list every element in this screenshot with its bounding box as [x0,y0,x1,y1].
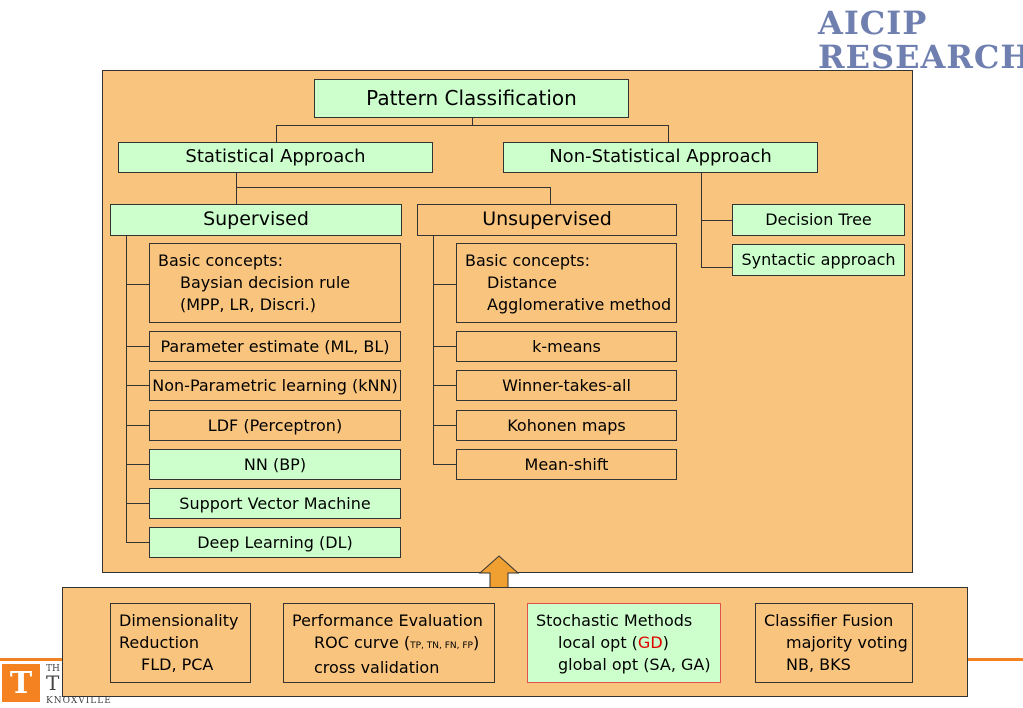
connector [433,385,456,386]
node-mean-shift: Mean-shift [456,449,677,480]
node-supervised: Supervised [110,204,402,236]
box-stochastic-methods: Stochastic Methods local opt (GD) global… [527,603,721,683]
local-opt-line: local opt (GD) [558,633,669,652]
node-decision-tree: Decision Tree [732,204,905,236]
node-k-means: k-means [456,331,677,362]
connector [472,118,473,125]
box-performance-evaluation: Performance Evaluation ROC curve (TP, TN… [283,603,495,683]
connector [236,187,550,188]
root-node-pattern-classification: Pattern Classification [314,79,629,118]
node-syntactic-approach: Syntactic approach [732,244,905,276]
box-classifier-fusion: Classifier Fusion majority voting NB, BK… [755,603,913,683]
connector [701,220,732,221]
connector [126,385,149,386]
node-kohonen-maps: Kohonen maps [456,410,677,441]
logo-line-2: RESEARCH [818,38,1023,76]
node-winner-takes-all: Winner-takes-all [456,370,677,401]
connector [433,284,456,285]
connector [126,542,149,543]
connector [126,425,149,426]
connector [126,346,149,347]
connector [276,125,277,142]
node-nn-bp: NN (BP) [149,449,401,480]
connector [126,464,149,465]
roc-curve-line: ROC curve (TP, TN, FN, FP) [314,633,480,652]
connector [701,267,732,268]
university-text-the: TH [46,664,60,674]
node-deep-learning: Deep Learning (DL) [149,527,401,558]
connector [236,173,237,204]
university-text-t: T [46,671,60,695]
connector [433,425,456,426]
supervised-basic-concepts: Basic concepts: Baysian decision rule (M… [149,243,401,323]
university-text-knoxville: KNOXVILLE [46,696,112,706]
node-parameter-estimate: Parameter estimate (ML, BL) [149,331,401,362]
connector [126,503,149,504]
connector [276,125,669,126]
node-non-statistical-approach: Non-Statistical Approach [503,142,818,173]
connector [433,464,456,465]
logo-line-1: AICIP [818,4,928,42]
node-statistical-approach: Statistical Approach [118,142,433,173]
node-unsupervised: Unsupervised [417,204,677,236]
unsupervised-basic-concepts: Basic concepts: Distance Agglomerative m… [456,243,677,323]
aicip-research-logo: AICIP RESEARCH [818,6,1023,78]
connector [433,346,456,347]
node-support-vector-machine: Support Vector Machine [149,488,401,519]
university-t-mark: T [2,664,40,702]
connector [550,187,551,204]
university-orange-bar [0,658,62,661]
connector [433,236,434,464]
box-dimensionality-reduction: Dimensionality Reduction FLD, PCA [110,603,251,683]
connector [126,236,127,543]
connector [668,125,669,142]
connector [126,284,149,285]
node-non-parametric-learning: Non-Parametric learning (kNN) [149,370,401,401]
node-ldf-perceptron: LDF (Perceptron) [149,410,401,441]
